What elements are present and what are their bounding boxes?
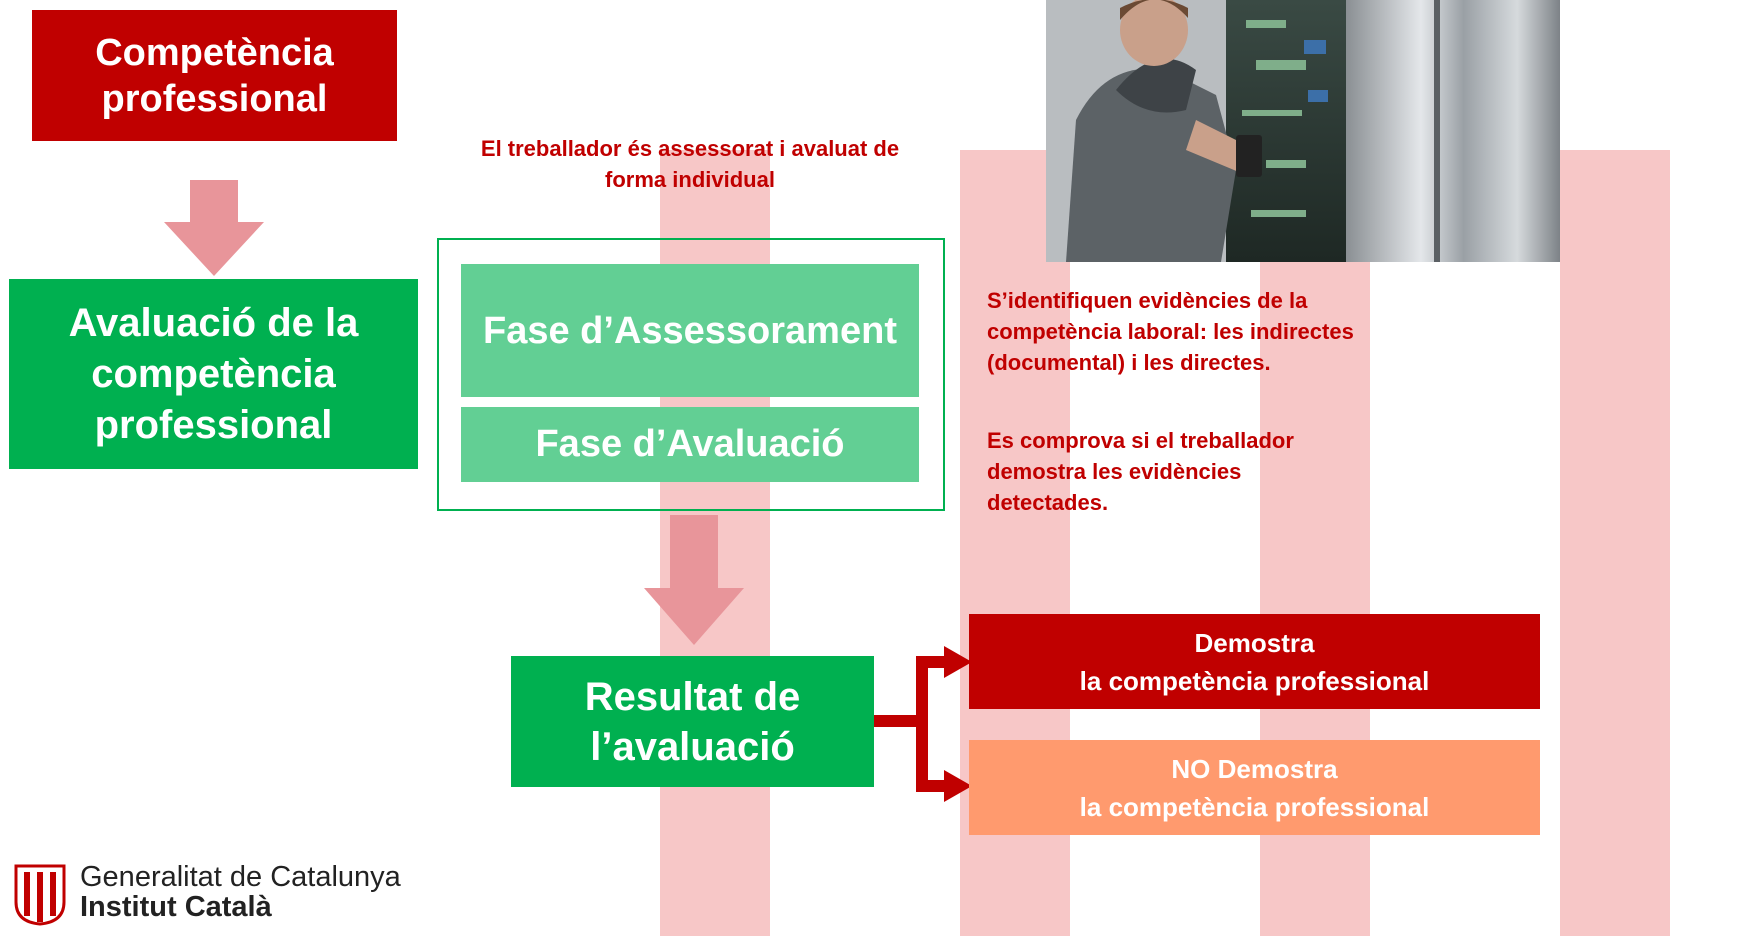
arrow-down-1	[164, 180, 264, 276]
fase-avaluacio-label: Fase d’Avaluació	[535, 423, 845, 465]
resultat-label: Resultat de l’avaluació	[584, 674, 801, 769]
fase-assessorament-box: Fase d’Assessorament	[461, 264, 919, 397]
no-demostra-box: NO Demostra la competència professional	[969, 740, 1540, 835]
demostra-box: Demostra la competència professional	[969, 614, 1540, 709]
competencia-box: Competència professional	[32, 10, 397, 141]
note-individual: El treballador és assessorat i avaluat d…	[480, 136, 900, 192]
logo-line-2: Institut Català	[80, 891, 272, 923]
logo-line-1: Generalitat de Catalunya	[80, 861, 401, 893]
note-evidencies: S’identifiquen evidències de la competèn…	[987, 288, 1354, 375]
no-demostra-label: NO Demostra la competència professional	[1079, 753, 1430, 822]
resultat-box: Resultat de l’avaluació	[511, 656, 874, 787]
demostra-label: Demostra la competència professional	[1079, 627, 1430, 696]
note-comprova: Es comprova si el treballador demostra l…	[987, 428, 1294, 515]
phases-frame	[437, 238, 945, 511]
branch-connector	[874, 646, 972, 802]
competencia-label: Competència professional	[95, 31, 334, 120]
avaluacio-label: Avaluació de la competència professional	[68, 300, 359, 447]
fase-assessorament-label: Fase d’Assessorament	[483, 309, 897, 352]
generalitat-emblem-icon	[14, 864, 66, 926]
technician-photo	[1046, 0, 1560, 262]
avaluacio-box: Avaluació de la competència professional	[9, 279, 418, 469]
technician-photo-image	[1046, 0, 1560, 262]
arrow-down-2	[644, 515, 744, 645]
generalitat-logo: Generalitat de Catalunya Institut Català	[12, 862, 401, 926]
fase-avaluacio-box: Fase d’Avaluació	[461, 407, 919, 482]
